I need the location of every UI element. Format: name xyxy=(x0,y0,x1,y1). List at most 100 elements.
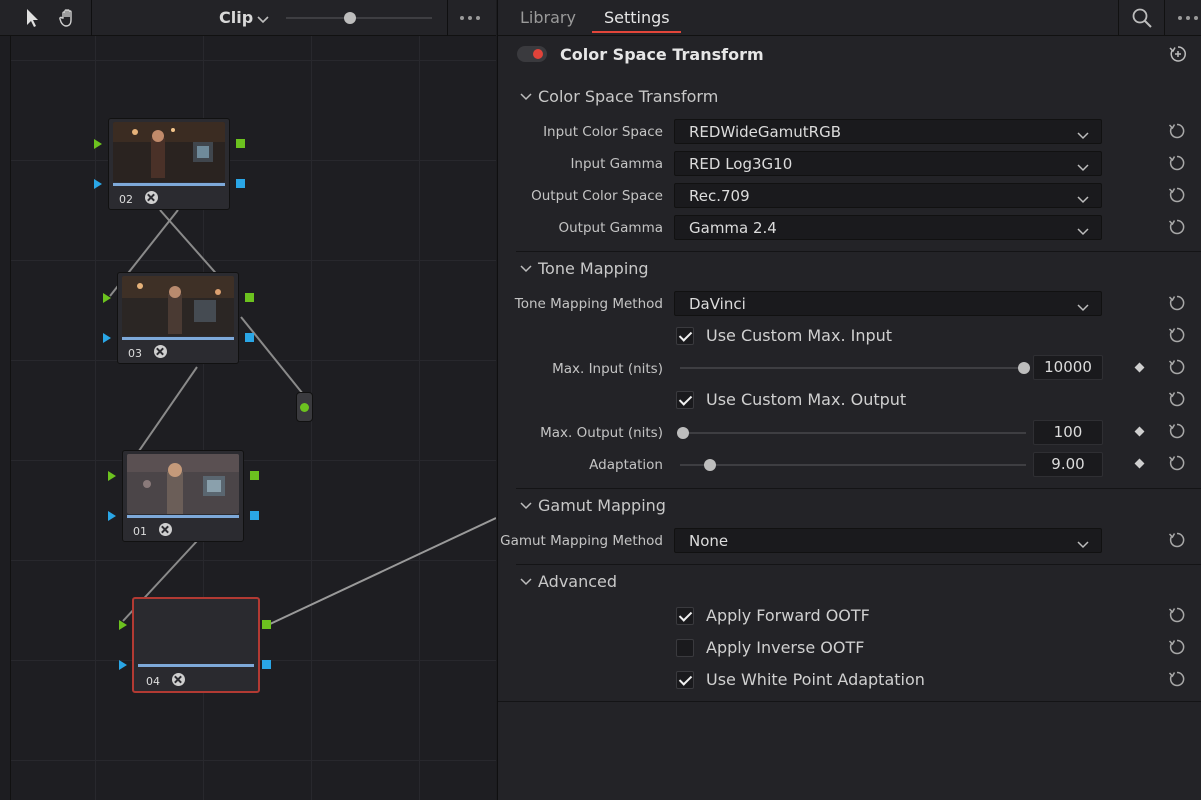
more-icon[interactable] xyxy=(1178,16,1198,20)
use-custom-max-input-checkbox[interactable] xyxy=(676,327,694,345)
tab-library[interactable]: Library xyxy=(520,8,576,27)
node-toolbar: Clip xyxy=(0,0,496,36)
use-white-point-adaptation-checkbox[interactable] xyxy=(676,671,694,689)
reset-icon[interactable] xyxy=(1168,606,1186,624)
keyframe-diamond-icon[interactable] xyxy=(1134,362,1145,373)
pointer-icon[interactable] xyxy=(20,6,44,30)
dropdown-value: None xyxy=(689,532,729,550)
chevron-down-icon xyxy=(1077,298,1089,317)
node-input-port[interactable] xyxy=(103,333,111,343)
apply-forward-ootf-checkbox[interactable] xyxy=(676,607,694,625)
clip-mode-label[interactable]: Clip xyxy=(219,8,254,27)
node-input-port[interactable] xyxy=(94,179,102,189)
node-output-port[interactable] xyxy=(245,293,254,302)
reset-icon[interactable] xyxy=(1168,186,1186,204)
input-gamma-dropdown[interactable]: RED Log3G10 xyxy=(674,151,1102,176)
inspector-tabs: Library Settings xyxy=(498,0,1201,36)
max-input-field[interactable]: 10000 xyxy=(1033,355,1103,380)
node-04[interactable]: 04 xyxy=(132,597,260,693)
section-gamut-mapping[interactable]: Gamut Mapping xyxy=(520,496,666,515)
node-output-port[interactable] xyxy=(250,471,259,480)
node-output-port[interactable] xyxy=(262,660,271,669)
reset-icon[interactable] xyxy=(1168,122,1186,140)
section-title: Tone Mapping xyxy=(538,259,649,278)
zoom-slider-handle[interactable] xyxy=(344,12,356,24)
node-output-port[interactable] xyxy=(262,620,271,629)
chevron-down-icon[interactable] xyxy=(257,10,269,29)
input-color-space-dropdown[interactable]: REDWideGamutRGB xyxy=(674,119,1102,144)
more-icon[interactable] xyxy=(460,16,480,20)
reset-icon[interactable] xyxy=(1168,638,1186,656)
inspector-panel: Library Settings Color Space Transform C… xyxy=(497,0,1201,800)
dropdown-value: REDWideGamutRGB xyxy=(689,123,842,141)
node-02[interactable]: 02 xyxy=(108,118,230,210)
adaptation-slider-handle[interactable] xyxy=(704,459,716,471)
tab-settings[interactable]: Settings xyxy=(604,8,670,27)
effect-enable-toggle[interactable] xyxy=(517,46,547,62)
node-number: 04 xyxy=(146,675,160,688)
node-03[interactable]: 03 xyxy=(117,272,239,364)
adaptation-field[interactable]: 9.00 xyxy=(1033,452,1103,477)
max-output-slider[interactable] xyxy=(680,432,1026,434)
use-custom-max-output-checkbox[interactable] xyxy=(676,391,694,409)
reset-icon[interactable] xyxy=(1168,670,1186,688)
chevron-down-icon xyxy=(520,87,532,106)
node-input-port[interactable] xyxy=(94,139,102,149)
node-input-port[interactable] xyxy=(119,660,127,670)
section-advanced[interactable]: Advanced xyxy=(520,572,617,591)
node-cache-icon xyxy=(145,191,158,204)
keyframe-diamond-icon[interactable] xyxy=(1134,426,1145,437)
node-thumbnail xyxy=(138,602,250,662)
hand-icon[interactable] xyxy=(56,6,80,30)
use-custom-max-input-label: Use Custom Max. Input xyxy=(706,326,893,345)
reset-icon[interactable] xyxy=(1168,454,1186,472)
node-cache-icon xyxy=(154,345,167,358)
keyframe-diamond-icon[interactable] xyxy=(1134,458,1145,469)
node-input-port[interactable] xyxy=(103,293,111,303)
tone-mapping-method-dropdown[interactable]: DaVinci xyxy=(674,291,1102,316)
use-white-point-adaptation-label: Use White Point Adaptation xyxy=(706,670,925,689)
node-output-port[interactable] xyxy=(236,179,245,188)
alpha-output-node[interactable] xyxy=(296,392,313,422)
apply-inverse-ootf-label: Apply Inverse OOTF xyxy=(706,638,865,657)
max-output-label: Max. Output (nits) xyxy=(540,425,663,441)
dropdown-value: Gamma 2.4 xyxy=(689,219,777,237)
max-input-slider[interactable] xyxy=(680,367,1026,369)
zoom-slider-track[interactable] xyxy=(286,17,432,19)
node-output-port[interactable] xyxy=(245,333,254,342)
node-output-port[interactable] xyxy=(236,139,245,148)
reset-icon[interactable] xyxy=(1168,390,1186,408)
gamut-mapping-method-dropdown[interactable]: None xyxy=(674,528,1102,553)
dropdown-value: Rec.709 xyxy=(689,187,750,205)
node-input-port[interactable] xyxy=(119,620,127,630)
reset-icon[interactable] xyxy=(1168,326,1186,344)
max-output-field[interactable]: 100 xyxy=(1033,420,1103,445)
output-color-space-dropdown[interactable]: Rec.709 xyxy=(674,183,1102,208)
max-input-slider-handle[interactable] xyxy=(1018,362,1030,374)
reset-icon[interactable] xyxy=(1168,358,1186,376)
section-tone-mapping[interactable]: Tone Mapping xyxy=(520,259,649,278)
search-icon[interactable] xyxy=(1131,7,1153,33)
use-custom-max-output-label: Use Custom Max. Output xyxy=(706,390,907,409)
reset-icon[interactable] xyxy=(1168,531,1186,549)
apply-forward-ootf-label: Apply Forward OOTF xyxy=(706,606,870,625)
output-gamma-dropdown[interactable]: Gamma 2.4 xyxy=(674,215,1102,240)
reset-icon[interactable] xyxy=(1168,422,1186,440)
apply-inverse-ootf-checkbox[interactable] xyxy=(676,639,694,657)
node-input-port[interactable] xyxy=(108,471,116,481)
reset-icon[interactable] xyxy=(1168,294,1186,312)
node-01[interactable]: 01 xyxy=(122,450,244,542)
chevron-down-icon xyxy=(1077,126,1089,145)
adaptation-slider[interactable] xyxy=(680,464,1026,466)
section-title: Color Space Transform xyxy=(538,87,719,106)
node-input-port[interactable] xyxy=(108,511,116,521)
effect-title: Color Space Transform xyxy=(560,45,764,64)
reset-icon[interactable] xyxy=(1168,218,1186,236)
reset-icon[interactable] xyxy=(1168,154,1186,172)
output-gamma-label: Output Gamma xyxy=(558,220,664,236)
max-output-slider-handle[interactable] xyxy=(677,427,689,439)
section-color-space-transform[interactable]: Color Space Transform xyxy=(520,87,718,106)
node-cache-icon xyxy=(159,523,172,536)
node-output-port[interactable] xyxy=(250,511,259,520)
add-effect-icon[interactable] xyxy=(1169,45,1187,67)
